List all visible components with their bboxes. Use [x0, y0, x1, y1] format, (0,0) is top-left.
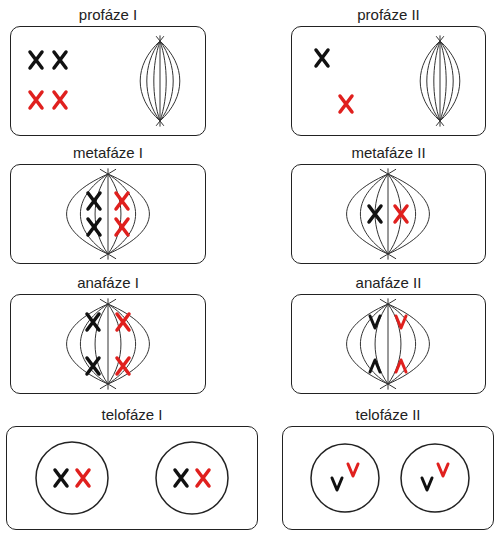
phase-box: anafáze I: [10, 272, 206, 394]
phase-heading-row: telofáze II: [282, 404, 494, 426]
anaphase-2-art: [347, 298, 430, 389]
chromosome: [88, 219, 100, 235]
phase-heading-row: anafáze I: [10, 272, 206, 294]
chromosome: [88, 193, 100, 209]
phase-title: telofáze I: [102, 406, 163, 423]
chromatid: [332, 478, 342, 490]
phase-frame: [282, 426, 494, 530]
phase-frame: [10, 164, 206, 264]
chromosome: [117, 358, 129, 374]
phase-title: profáze II: [357, 6, 420, 23]
phase-heading-row: profáze II: [291, 4, 486, 26]
metaphase-1-art: [67, 168, 150, 259]
phase-heading-row: telofáze I: [6, 404, 258, 426]
phase-box: telofáze I: [6, 404, 258, 530]
chromatid: [370, 316, 380, 328]
phase-box: anafáze II: [291, 272, 486, 394]
chromosome: [54, 92, 66, 108]
phase-heading-row: metafáze II: [291, 142, 486, 164]
chromosome: [340, 96, 352, 112]
chromatid: [438, 464, 448, 476]
phase-box: telofáze II: [282, 404, 494, 530]
phase-frame: [6, 426, 258, 530]
phase-frame: [10, 26, 206, 136]
prophase-1-art: [30, 35, 180, 126]
spindle-symbol: [347, 168, 430, 259]
chromatid: [348, 464, 358, 476]
chromosome: [55, 470, 67, 486]
phase-title: metafáze II: [351, 144, 425, 161]
phase-box: profáze I: [10, 4, 206, 136]
spindle-symbol: [67, 168, 150, 259]
phase-heading-row: anafáze II: [291, 272, 486, 294]
spindle-symbol: [347, 298, 430, 389]
phase-heading-row: profáze I: [10, 4, 206, 26]
spindle-symbol: [67, 298, 150, 389]
chromosome: [77, 470, 89, 486]
phase-title: telofáze II: [355, 406, 420, 423]
telophase-1-art: [36, 442, 228, 514]
nucleus: [401, 444, 469, 512]
phase-frame: [10, 294, 206, 394]
chromosome: [117, 314, 129, 330]
chromosome: [116, 193, 128, 209]
chromosome: [54, 52, 66, 68]
chromosome: [87, 358, 99, 374]
chromatid: [422, 478, 432, 490]
phase-box: metafáze II: [291, 142, 486, 264]
chromatid: [396, 360, 406, 372]
phase-frame: [291, 26, 486, 136]
chromosome: [116, 219, 128, 235]
chromosome: [87, 314, 99, 330]
phase-heading-row: metafáze I: [10, 142, 206, 164]
phase-title: anafáze II: [356, 274, 422, 291]
anaphase-1-art: [67, 298, 150, 389]
chromosome: [30, 52, 42, 68]
phase-title: anafáze I: [77, 274, 139, 291]
chromosome: [175, 470, 187, 486]
chromosome: [197, 470, 209, 486]
metaphase-2-art: [347, 168, 430, 259]
phase-frame: [291, 164, 486, 264]
spindle-symbol: [420, 35, 460, 126]
telophase-2-art: [311, 444, 469, 512]
chromatid: [370, 360, 380, 372]
phase-title: metafáze I: [73, 144, 143, 161]
chromatid: [396, 316, 406, 328]
nucleus: [156, 442, 228, 514]
phase-title: profáze I: [79, 6, 137, 23]
chromosome: [30, 92, 42, 108]
chromosome: [395, 206, 407, 222]
nucleus: [36, 442, 108, 514]
spindle-symbol: [140, 35, 180, 126]
phase-frame: [291, 294, 486, 394]
phase-box: metafáze I: [10, 142, 206, 264]
phase-box: profáze II: [291, 4, 486, 136]
prophase-2-art: [316, 35, 460, 126]
nucleus: [311, 444, 379, 512]
chromosome: [316, 50, 328, 66]
chromosome: [369, 206, 381, 222]
